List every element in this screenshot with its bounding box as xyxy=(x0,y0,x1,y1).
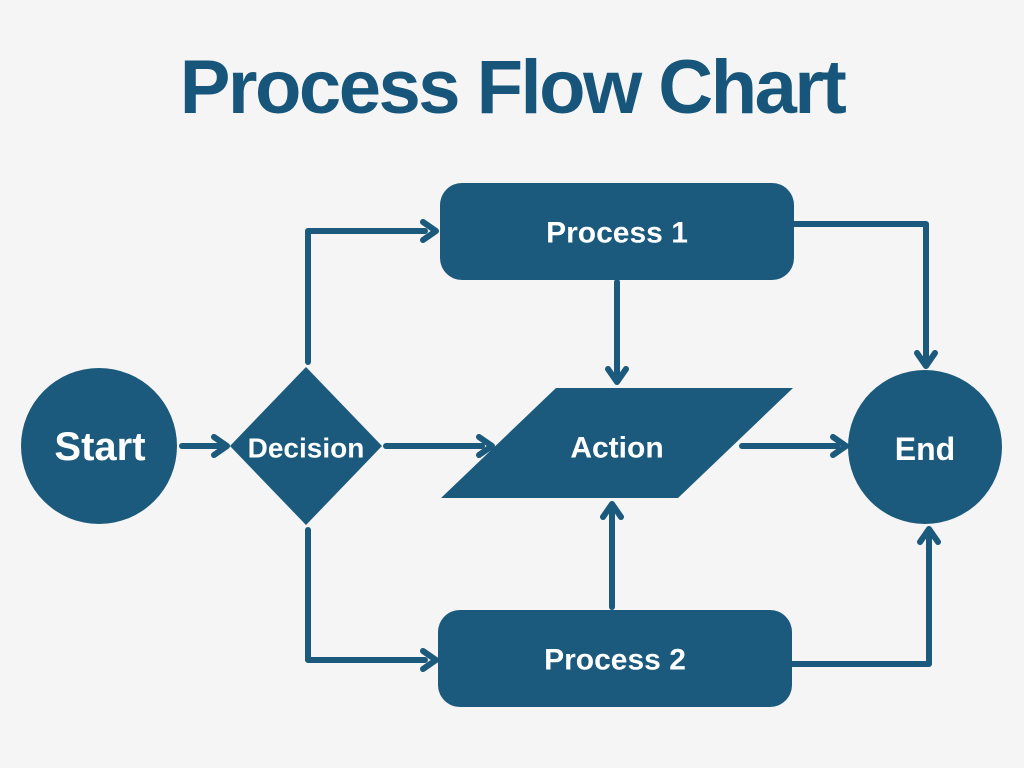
arrowhead xyxy=(420,219,439,243)
edge-start-to-decision xyxy=(179,434,230,458)
process1-box xyxy=(440,183,794,280)
decision-diamond xyxy=(230,367,382,525)
end-label: End xyxy=(895,431,955,467)
action-label: Action xyxy=(570,432,663,465)
process2-label: Process 2 xyxy=(544,644,686,677)
node-process1: Process 1 xyxy=(440,183,794,280)
edge-shaft xyxy=(305,228,428,365)
start-label: Start xyxy=(54,425,145,469)
arrowhead xyxy=(211,434,230,458)
connector-layer xyxy=(179,219,941,672)
process2-box xyxy=(438,610,792,707)
arrowhead xyxy=(605,366,629,385)
edge-action-to-end xyxy=(739,434,849,458)
edge-shaft xyxy=(789,532,932,667)
arrowhead xyxy=(600,501,624,520)
start-circle xyxy=(21,368,177,524)
arrowhead xyxy=(830,434,849,458)
node-end: End xyxy=(848,370,1002,524)
decision-label: Decision xyxy=(248,433,365,464)
node-action: Action xyxy=(441,388,793,498)
node-process2: Process 2 xyxy=(438,610,792,707)
page-title: Process Flow Chart xyxy=(179,45,847,130)
end-circle xyxy=(848,370,1002,524)
edge-decision-to-process1 xyxy=(305,219,439,365)
arrowhead xyxy=(476,434,495,458)
arrowhead xyxy=(917,526,941,545)
edge-process2-to-action xyxy=(600,501,624,610)
edge-shaft xyxy=(305,527,428,663)
arrowhead xyxy=(914,350,938,369)
edge-decision-to-action xyxy=(383,434,495,458)
edge-process1-to-end xyxy=(791,221,938,369)
process1-label: Process 1 xyxy=(546,217,688,250)
action-parallelogram xyxy=(441,388,793,498)
node-decision: Decision xyxy=(230,367,382,525)
edge-shaft xyxy=(791,221,929,363)
arrowhead xyxy=(420,648,439,672)
edge-process2-to-end xyxy=(789,526,941,667)
node-start: Start xyxy=(21,368,177,524)
node-layer: Start Decision Process 1 Action Process … xyxy=(21,183,1002,707)
edge-decision-to-process2 xyxy=(305,527,439,672)
edge-process1-to-action xyxy=(605,279,629,385)
